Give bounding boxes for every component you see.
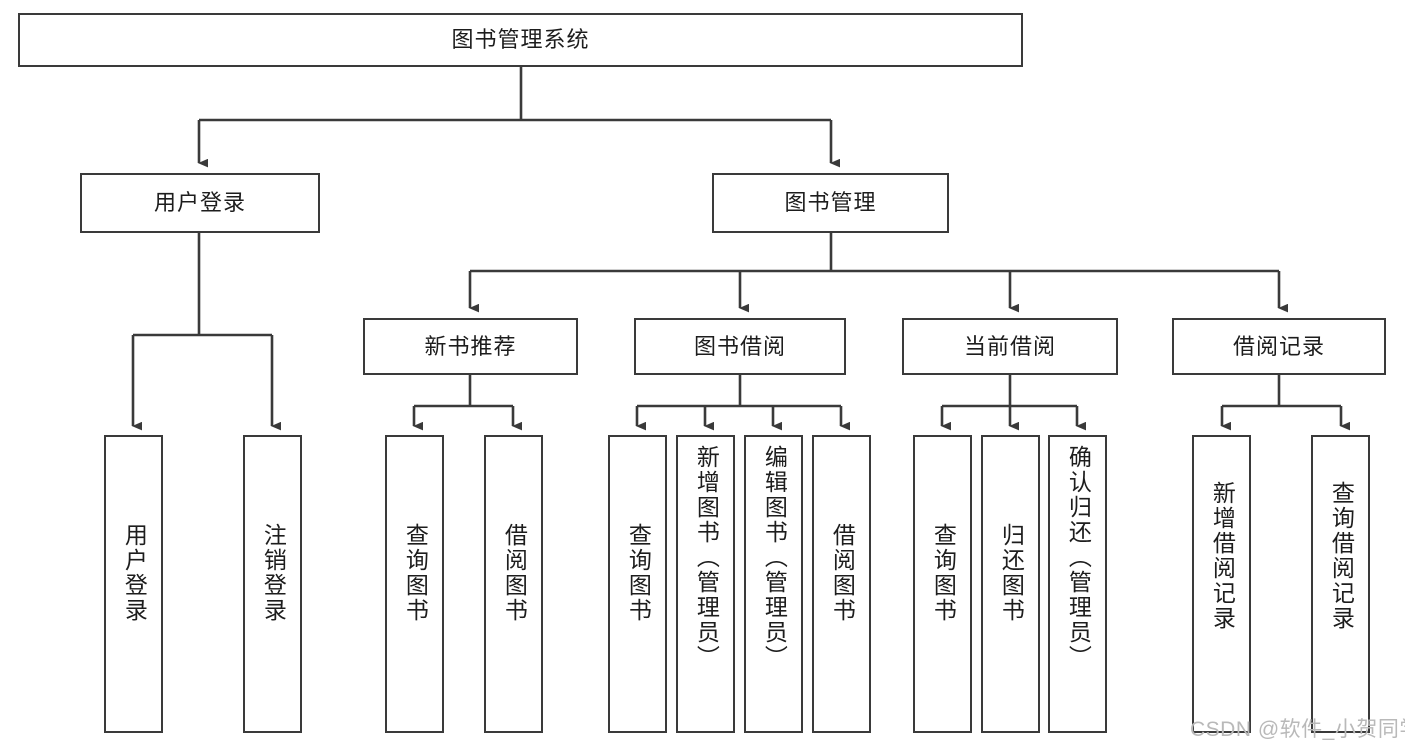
node-book-management[interactable]: 图书管理 [712, 173, 949, 233]
node-leaf-user-login[interactable]: 用户登录 [104, 435, 163, 733]
node-label: 图书管理 [784, 190, 877, 216]
node-label: 编辑图书（管理员） [761, 445, 788, 670]
csdn-watermark: CSDN @软件_小贺同学 [1190, 718, 1405, 741]
node-leaf-return-book[interactable]: 归还图书 [981, 435, 1040, 733]
node-book-borrow[interactable]: 图书借阅 [634, 318, 846, 375]
node-label: 新增借阅记录 [1209, 481, 1236, 631]
node-label: 图书借阅 [693, 333, 786, 359]
node-label: 确认归还（管理员） [1065, 445, 1092, 670]
node-label: 归还图书 [998, 523, 1025, 623]
node-label: 查询图书 [930, 523, 957, 623]
node-leaf-add-book-admin[interactable]: 新增图书（管理员） [676, 435, 735, 733]
node-label: 借阅图书 [829, 523, 856, 623]
node-label: 查询图书 [402, 523, 429, 623]
node-leaf-query-book-recommend[interactable]: 查询图书 [385, 435, 444, 733]
node-label: 注销登录 [260, 523, 287, 623]
node-label: 当前借阅 [963, 333, 1056, 359]
node-user-login[interactable]: 用户登录 [80, 173, 320, 233]
node-leaf-confirm-return-admin[interactable]: 确认归还（管理员） [1048, 435, 1107, 733]
node-label: 借阅记录 [1232, 333, 1325, 359]
node-current-borrow[interactable]: 当前借阅 [902, 318, 1118, 375]
node-new-book-recommend[interactable]: 新书推荐 [363, 318, 578, 375]
node-label: 查询图书 [625, 523, 652, 623]
node-root-book-management-system[interactable]: 图书管理系统 [18, 13, 1023, 67]
node-leaf-borrow-book-recommend[interactable]: 借阅图书 [484, 435, 543, 733]
node-label: 新增图书（管理员） [693, 445, 720, 670]
node-leaf-borrow-book[interactable]: 借阅图书 [812, 435, 871, 733]
node-label: 查询借阅记录 [1328, 481, 1355, 631]
node-leaf-query-book-current[interactable]: 查询图书 [913, 435, 972, 733]
node-label: 图书管理系统 [451, 27, 590, 53]
node-label: 用户登录 [153, 190, 246, 216]
node-label: 用户登录 [121, 523, 148, 623]
node-label: 新书推荐 [424, 333, 517, 359]
node-leaf-query-book-borrow[interactable]: 查询图书 [608, 435, 667, 733]
node-leaf-add-borrow-record[interactable]: 新增借阅记录 [1192, 435, 1251, 733]
node-leaf-query-borrow-record[interactable]: 查询借阅记录 [1311, 435, 1370, 733]
node-leaf-logout[interactable]: 注销登录 [243, 435, 302, 733]
node-borrow-record[interactable]: 借阅记录 [1172, 318, 1386, 375]
node-leaf-edit-book-admin[interactable]: 编辑图书（管理员） [744, 435, 803, 733]
node-label: 借阅图书 [501, 523, 528, 623]
